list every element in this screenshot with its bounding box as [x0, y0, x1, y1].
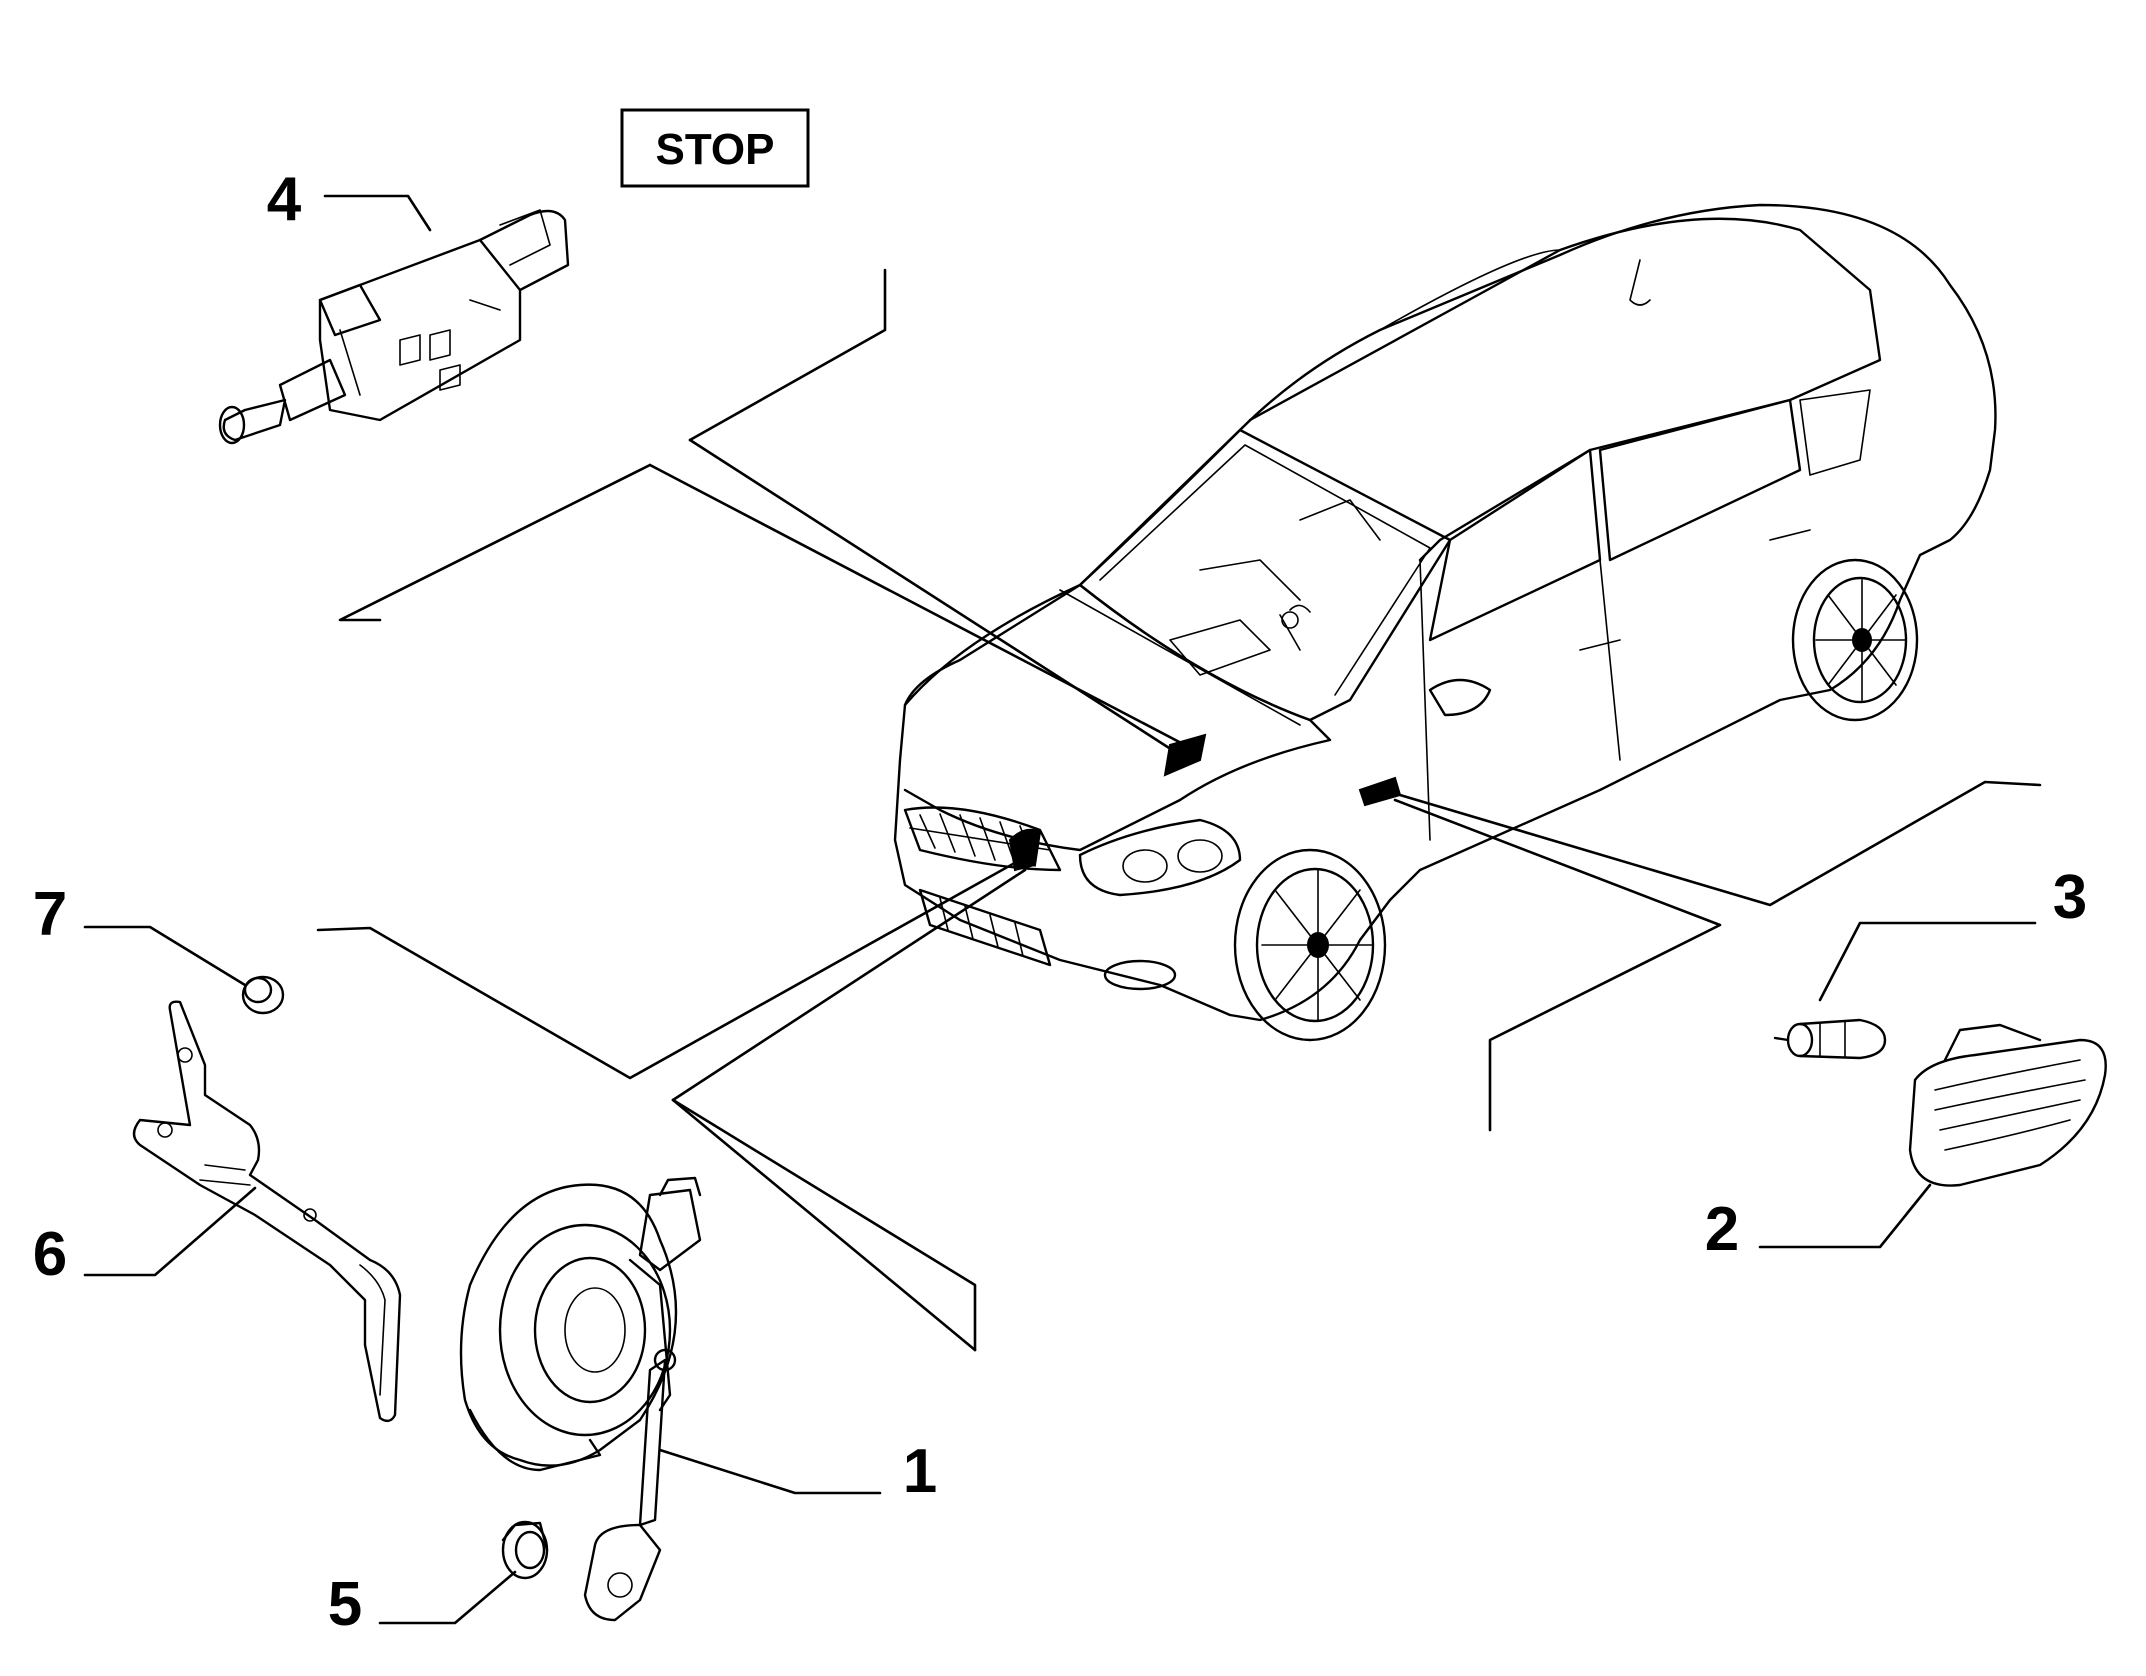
callout-leaders [83, 194, 2037, 1625]
car-illustration [893, 203, 1997, 1042]
callout-7: 7 [33, 880, 67, 949]
stop-box: STOP [620, 108, 810, 188]
part-bulb [1773, 1018, 1887, 1060]
part-nut-small [241, 975, 285, 1015]
part-horn-bracket [132, 1000, 402, 1423]
callout-5: 5 [328, 1570, 362, 1639]
callout-2: 2 [1705, 1195, 1739, 1264]
side-repeater-location [1358, 776, 1402, 807]
callout-3: 3 [2053, 863, 2087, 932]
brake-switch-location [1163, 733, 1207, 777]
callout-1: 1 [903, 1437, 937, 1506]
stop-label: STOP [655, 125, 774, 174]
callout-4: 4 [267, 165, 302, 234]
part-brake-light-switch [218, 209, 570, 445]
part-horn [459, 1176, 702, 1622]
callout-6: 6 [33, 1220, 67, 1289]
part-nut-horn [501, 1520, 549, 1580]
part-side-repeater [1908, 1023, 2107, 1187]
guide-lines [316, 268, 2042, 1352]
